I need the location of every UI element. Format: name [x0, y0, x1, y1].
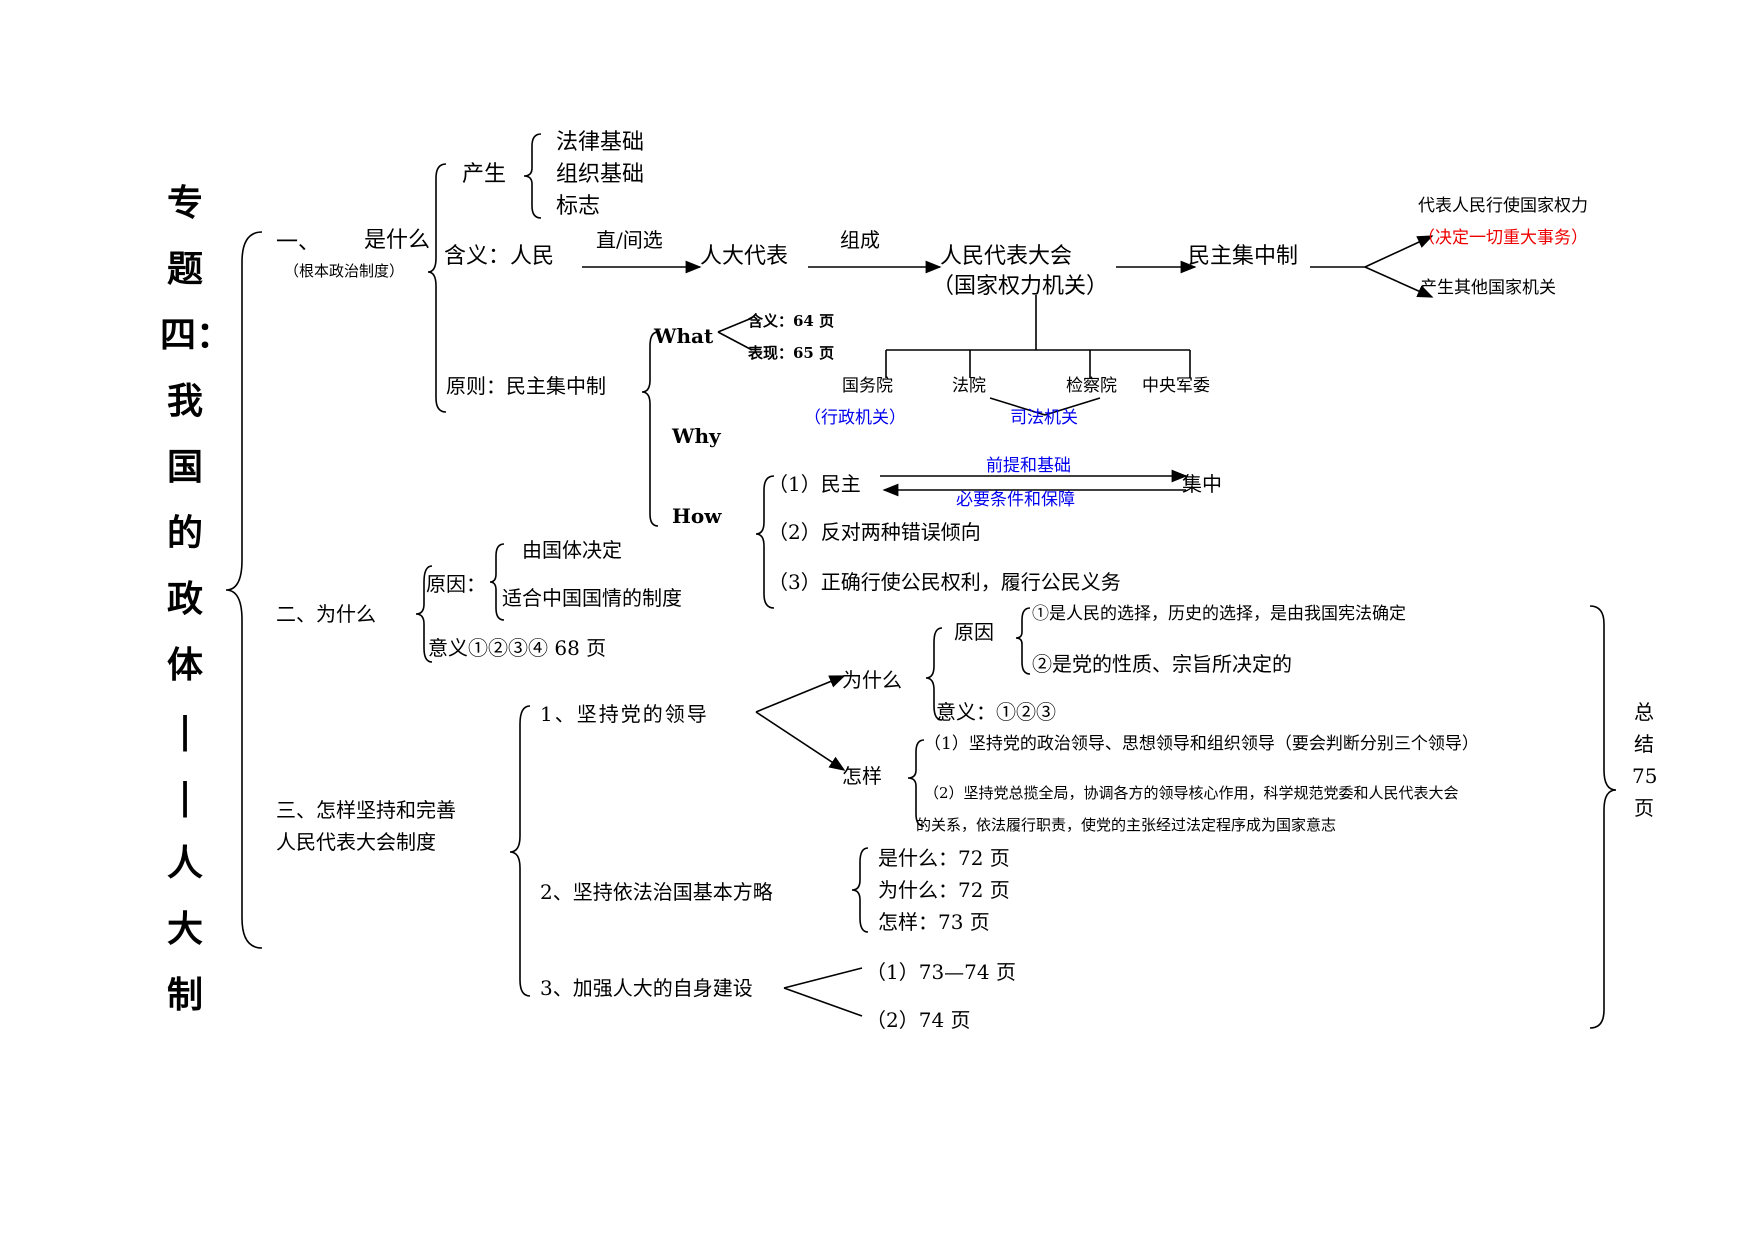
what-label: What	[654, 324, 714, 348]
s3-heading-line1: 三、怎样坚持和完善	[276, 798, 456, 822]
p2-label: 2、坚持依法治国基本方略	[540, 880, 773, 904]
s1-subtitle: （根本政治制度）	[284, 262, 405, 280]
p1-yuanyin-1: ①是人民的选择，历史的选择，是由我国宪法确定	[1032, 604, 1406, 624]
title-char: 题	[166, 248, 203, 290]
p1-yiyi: 意义：①②③	[936, 700, 1056, 724]
how-label: How	[672, 504, 722, 528]
organ-item: 国务院	[842, 376, 893, 396]
chansheng-label: 产生	[462, 162, 507, 187]
p3-item: （1）73—74 页	[866, 960, 1016, 984]
chansheng-item: 法律基础	[556, 130, 645, 155]
p3-label: 3、加强人大的自身建设	[540, 976, 753, 1000]
title-char: 体	[166, 644, 203, 686]
s2-yuanyin: 原因：	[426, 572, 486, 596]
s2-yuanyin-item: 适合中国国情的制度	[502, 586, 682, 610]
p3-item: （2）74 页	[866, 1008, 971, 1032]
chansheng-item: 标志	[556, 194, 601, 219]
p1-zenyang: 怎样	[842, 764, 882, 788]
zenyang-item-2a: （2）坚持党总揽全局，协调各方的领导核心作用，科学规范党委和人民代表大会	[924, 784, 1459, 802]
s2-yuanyin-item: 由国体决定	[522, 538, 622, 562]
yuanze-label: 原则：民主集中制	[446, 374, 606, 398]
title-char: |	[178, 776, 192, 818]
p1-yuanyin-2: ②是党的性质、宗旨所决定的	[1032, 652, 1292, 676]
how1-jizhong: 集中	[1182, 472, 1222, 496]
jiguan-label: （国家权力机关）	[932, 274, 1109, 299]
right-top-label: 代表人民行使国家权力	[1418, 196, 1588, 216]
diagram-title: 专 题 四： 我 国 的 政 体 | | 人 大 制	[160, 170, 232, 1028]
s1-heading: 一、	[276, 230, 321, 255]
s3-heading-line2: 人民代表大会制度	[276, 830, 436, 854]
s1-what: 是什么	[364, 228, 431, 253]
minzhu-jizhong-label: 民主集中制	[1188, 244, 1299, 269]
zenyang-item-2b: 的关系，依法履行职责，使党的主张经过法定程序成为国家意志	[916, 816, 1337, 834]
right-bottom-label: 产生其他国家机关	[1420, 278, 1556, 298]
zhijian-label: 直/间选	[596, 228, 663, 252]
how1-bottom-label: 必要条件和保障	[956, 490, 1075, 510]
summary-char: 75	[1632, 764, 1658, 788]
title-char: 的	[166, 512, 203, 554]
p2-item: 为什么：72 页	[878, 878, 1010, 902]
title-char: 大	[166, 908, 203, 950]
hanyi-label: 含义：人民	[444, 244, 555, 269]
how1-minzhu: （1）民主	[768, 472, 861, 496]
s2-yiyi: 意义①②③④ 68 页	[428, 636, 607, 660]
how3-text: （3）正确行使公民权利，履行公民义务	[768, 570, 1121, 594]
s2-heading: 二、为什么	[276, 602, 376, 626]
summary-char: 总	[1634, 700, 1654, 724]
how1-top-label: 前提和基础	[986, 456, 1071, 476]
hanyi-page: 含义：64 页	[748, 312, 835, 330]
p1-weishenme: 为什么	[842, 668, 902, 692]
zenyang-item-1: （1）坚持党的政治领导、思想领导和组织领导（要会判断分别三个领导）	[924, 734, 1479, 754]
daibiaodahui-label: 人民代表大会	[940, 244, 1073, 269]
p2-item: 怎样：73 页	[878, 910, 990, 934]
biaoxian-page: 表现：65 页	[748, 344, 835, 362]
title-char: |	[178, 710, 192, 752]
title-char: 制	[166, 974, 203, 1016]
p1-yuanyin: 原因	[954, 620, 994, 644]
rendadaibiao-label: 人大代表	[700, 244, 789, 269]
organ-item: 法院	[952, 376, 986, 396]
xingzheng-label: （行政机关）	[804, 408, 906, 428]
right-red-label: （决定一切重大事务）	[1418, 228, 1588, 248]
organ-item: 中央军委	[1142, 376, 1210, 396]
summary-char: 结	[1634, 732, 1654, 756]
how2-text: （2）反对两种错误倾向	[768, 520, 981, 544]
title-char: 专	[166, 182, 203, 224]
title-char: 国	[166, 446, 203, 488]
p1-label: 1、坚持党的领导	[540, 702, 709, 726]
why-label: Why	[672, 424, 721, 448]
title-char: 政	[166, 578, 203, 620]
p2-item: 是什么：72 页	[878, 846, 1010, 870]
title-char: 我	[166, 380, 203, 422]
sifa-label: 司法机关	[1010, 408, 1078, 428]
organ-item: 检察院	[1066, 376, 1117, 396]
summary-char: 页	[1634, 796, 1654, 820]
zucheng-label: 组成	[840, 228, 880, 252]
title-char: 人	[166, 842, 203, 884]
chansheng-item: 组织基础	[556, 162, 645, 187]
